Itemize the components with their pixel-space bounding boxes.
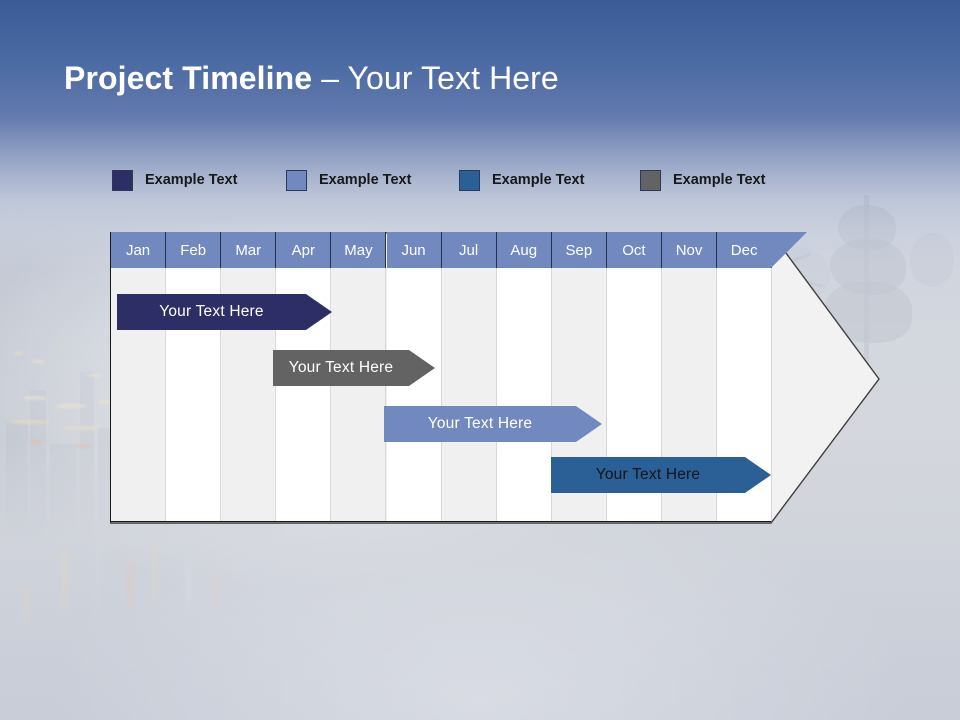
legend-item-label: Example Text <box>319 172 412 188</box>
page-title-bold: Project Timeline <box>64 60 313 96</box>
timeline-column-jun: Jun <box>386 232 442 521</box>
task-bar-arrow-icon <box>117 294 332 330</box>
timeline-cell <box>496 268 552 521</box>
timeline-column-mar: Mar <box>221 232 277 521</box>
legend-swatch-icon <box>459 169 480 191</box>
task-bar-arrow-icon <box>273 350 435 386</box>
page-title-subtitle: – Your Text Here <box>312 60 559 96</box>
timeline-cell <box>441 268 497 521</box>
month-header-feb[interactable]: Feb <box>166 232 222 268</box>
timeline-cell <box>386 268 442 521</box>
legend-swatch-icon <box>640 169 661 191</box>
legend: Example Text Example Text Example Text E… <box>112 167 812 197</box>
month-header-aug[interactable]: Aug <box>496 232 552 268</box>
timeline-column-jan: Jan <box>111 232 167 521</box>
month-header-nov[interactable]: Nov <box>662 232 718 268</box>
timeline-header-arrow-tail <box>771 232 881 268</box>
month-header-oct[interactable]: Oct <box>606 232 662 268</box>
timeline-column-may: May <box>331 232 387 521</box>
legend-item-3[interactable]: Example Text <box>459 167 584 193</box>
legend-item-1[interactable]: Example Text <box>112 167 237 193</box>
month-header-jan[interactable]: Jan <box>111 232 167 268</box>
task-bar-4[interactable]: Your Text Here <box>551 457 771 493</box>
task-bar-arrow-icon <box>384 406 602 442</box>
month-header-sep[interactable]: Sep <box>551 232 607 268</box>
month-header-jul[interactable]: Jul <box>441 232 497 268</box>
legend-swatch-icon <box>112 169 133 191</box>
task-bar-3[interactable]: Your Text Here <box>384 406 602 442</box>
month-header-may[interactable]: May <box>331 232 387 268</box>
legend-item-label: Example Text <box>492 172 585 188</box>
task-bar-2[interactable]: Your Text Here <box>273 350 435 386</box>
page-title: Project Timeline – Your Text Here <box>64 60 559 97</box>
legend-item-label: Example Text <box>145 172 238 188</box>
legend-item-4[interactable]: Example Text <box>640 167 765 193</box>
timeline-chart: Jan Feb Mar Apr May Jun <box>110 232 880 524</box>
timeline-column-jul: Jul <box>441 232 497 521</box>
task-bar-1[interactable]: Your Text Here <box>117 294 332 330</box>
month-header-dec[interactable]: Dec <box>717 232 773 268</box>
timeline-column-feb: Feb <box>166 232 222 521</box>
legend-swatch-icon <box>286 169 307 191</box>
month-header-mar[interactable]: Mar <box>221 232 277 268</box>
timeline-cell <box>331 268 387 521</box>
legend-item-label: Example Text <box>673 172 766 188</box>
timeline-column-aug: Aug <box>496 232 552 521</box>
month-header-jun[interactable]: Jun <box>386 232 442 268</box>
month-header-apr[interactable]: Apr <box>276 232 332 268</box>
legend-item-2[interactable]: Example Text <box>286 167 411 193</box>
task-bar-arrow-icon <box>551 457 771 493</box>
